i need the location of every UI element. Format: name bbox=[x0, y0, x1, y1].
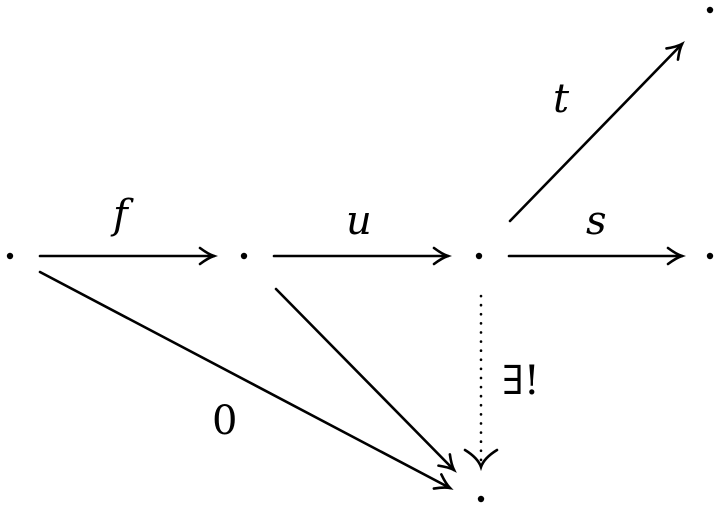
arrow-exists-unique-head bbox=[463, 448, 499, 472]
node-center bbox=[475, 252, 483, 260]
arrow-second-to-bottom bbox=[274, 287, 454, 470]
label-exists-unique: ∃! bbox=[502, 358, 540, 404]
label-s: s bbox=[586, 198, 607, 244]
node-left bbox=[6, 252, 14, 260]
node-top-right bbox=[706, 6, 714, 14]
label-t: t bbox=[553, 76, 570, 122]
label-u: u bbox=[346, 198, 372, 244]
node-bottom bbox=[477, 495, 485, 503]
label-f: f bbox=[110, 192, 134, 238]
arrow-t bbox=[508, 44, 682, 223]
label-zero: 0 bbox=[212, 398, 237, 444]
node-right bbox=[706, 252, 714, 260]
arrow-zero bbox=[38, 270, 450, 488]
node-second bbox=[240, 252, 248, 260]
